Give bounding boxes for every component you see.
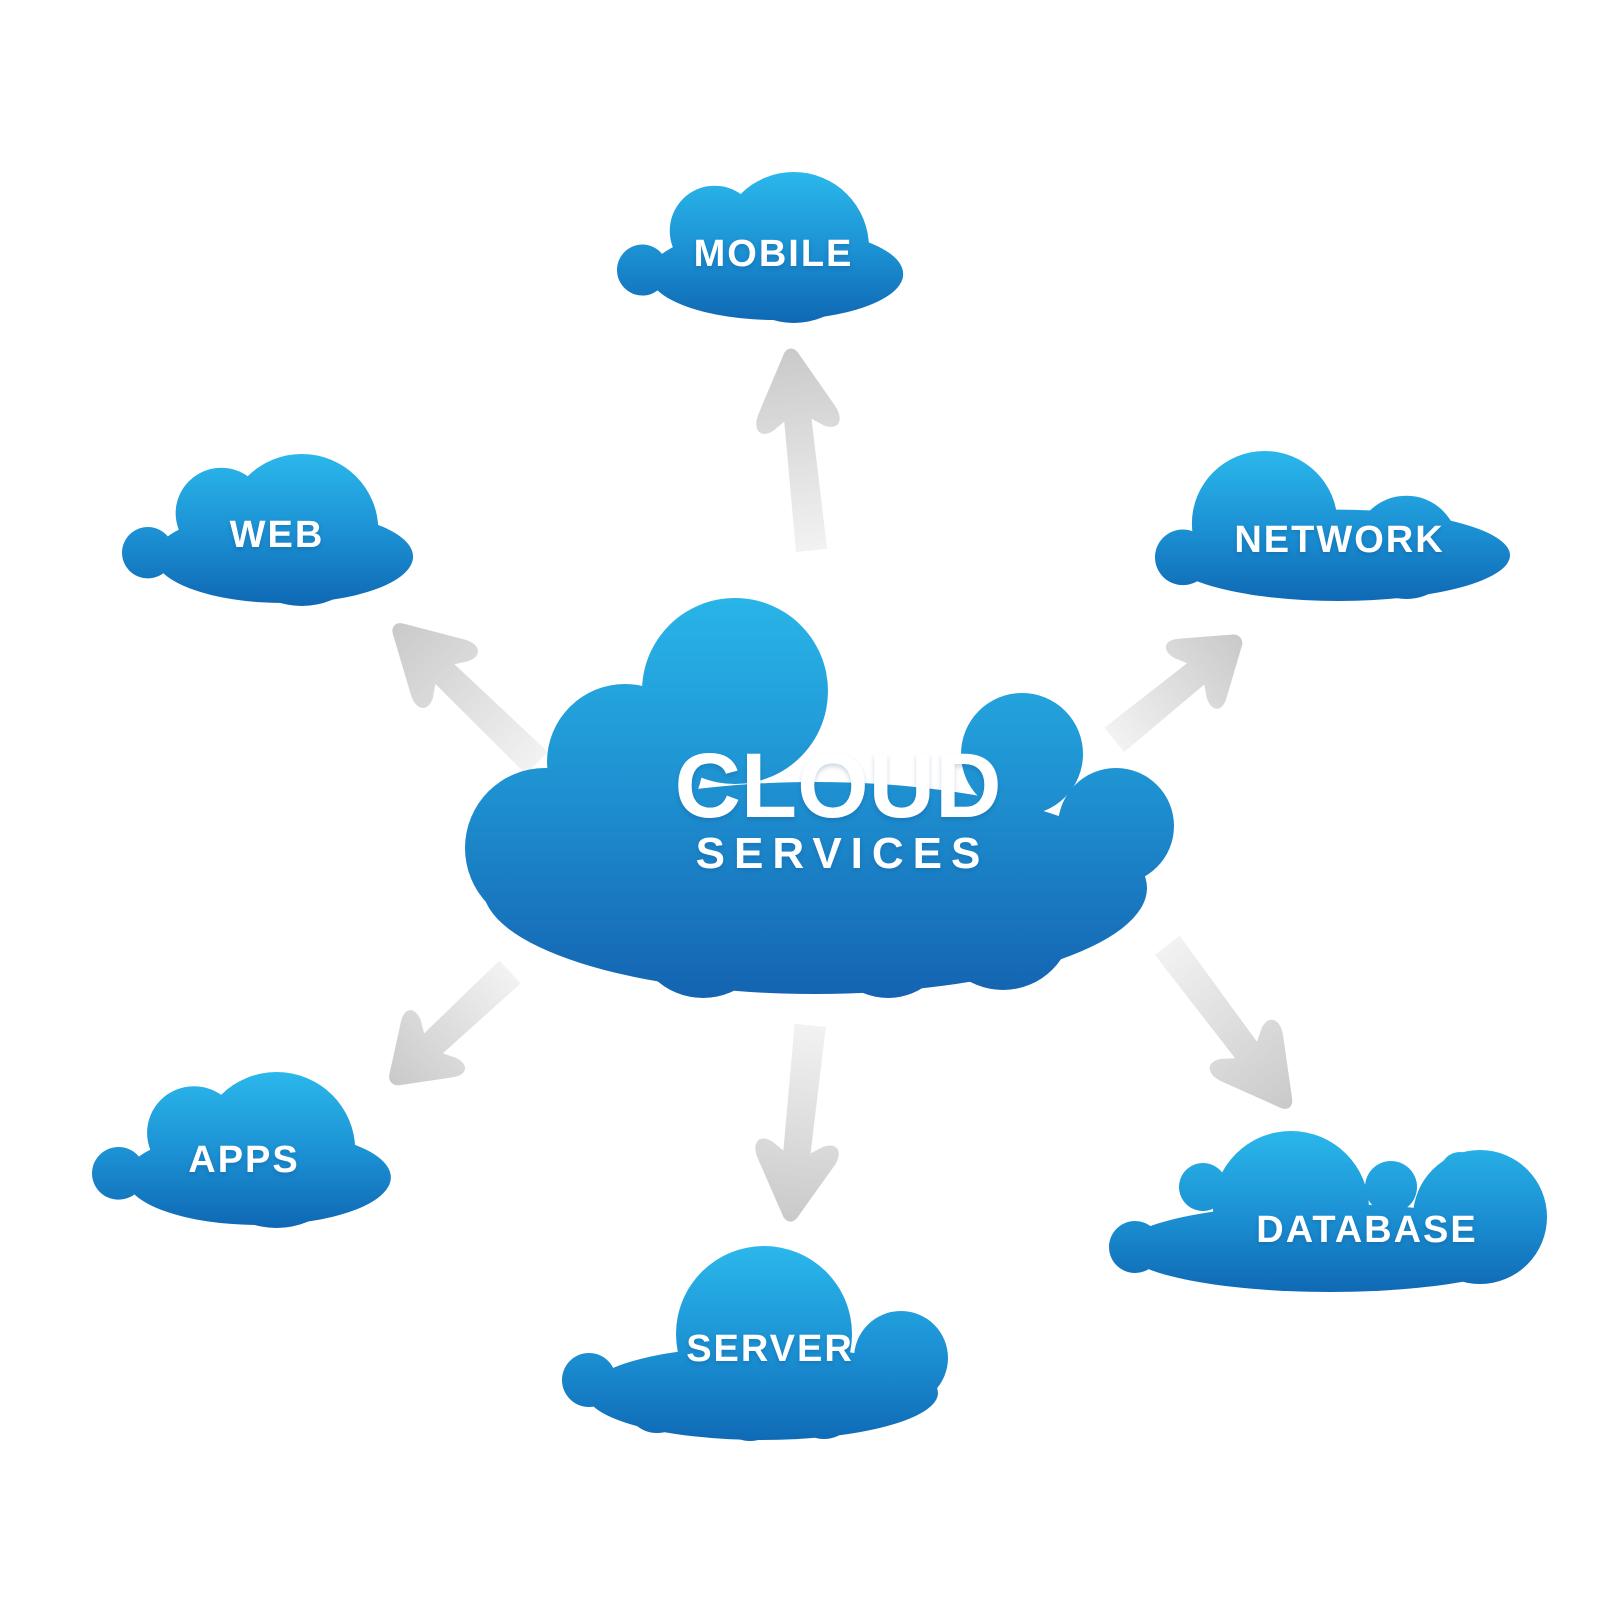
database-cloud: DATABASE bbox=[1108, 1127, 1548, 1293]
database-cloud-icon bbox=[1109, 1131, 1547, 1292]
server-cloud-label: SERVER bbox=[686, 1328, 854, 1370]
arrow-to-database-icon bbox=[1130, 916, 1327, 1137]
central-cloud-icon bbox=[465, 598, 1174, 998]
network-cloud: NETWORK bbox=[1153, 448, 1512, 602]
network-cloud-icon bbox=[1154, 450, 1511, 602]
web-cloud-label: WEB bbox=[229, 514, 325, 556]
arrow-to-server-icon bbox=[746, 1017, 855, 1229]
arrow-to-network-icon bbox=[1084, 602, 1270, 776]
central-cloud-subtitle: SERVICES bbox=[695, 829, 990, 878]
central-cloud: CLOUD SERVICES bbox=[463, 596, 1175, 1000]
web-cloud-icon bbox=[122, 453, 414, 606]
server-cloud: SERVER bbox=[562, 1243, 948, 1445]
arrow-to-apps-icon bbox=[360, 938, 543, 1117]
arrow-to-mobile-icon bbox=[746, 341, 855, 559]
arrow-to-web-icon bbox=[362, 592, 571, 798]
network-cloud-label: NETWORK bbox=[1234, 519, 1445, 561]
central-cloud-title: CLOUD bbox=[674, 735, 1002, 837]
web-cloud: WEB bbox=[122, 452, 420, 606]
apps-cloud-label: APPS bbox=[188, 1139, 300, 1181]
database-cloud-label: DATABASE bbox=[1256, 1209, 1478, 1251]
server-cloud-icon bbox=[562, 1246, 948, 1441]
apps-cloud: APPS bbox=[92, 1070, 398, 1229]
mobile-cloud-icon bbox=[617, 171, 904, 323]
mobile-cloud-label: MOBILE bbox=[693, 233, 854, 275]
mobile-cloud: MOBILE bbox=[617, 170, 910, 323]
apps-cloud-icon bbox=[92, 1072, 391, 1229]
